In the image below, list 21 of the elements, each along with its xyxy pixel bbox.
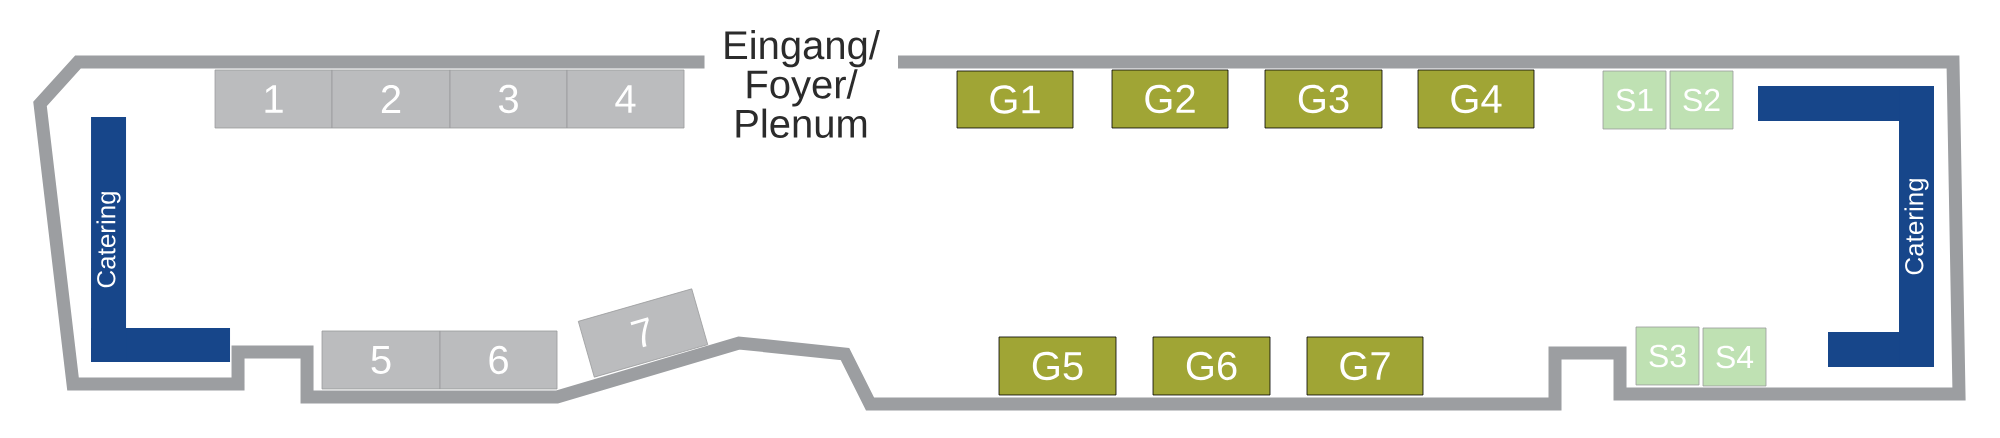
booth: G2 [1111, 69, 1229, 129]
catering-counter: Catering [1758, 86, 1934, 367]
booth: G4 [1417, 69, 1535, 129]
booth: 3 [449, 69, 568, 129]
booth: G5 [998, 336, 1117, 396]
booth: 2 [331, 69, 451, 129]
booth: G3 [1264, 69, 1383, 129]
booth: 6 [439, 330, 558, 390]
booth: 5 [321, 330, 441, 390]
booth: 4 [566, 69, 685, 129]
booth: 1 [214, 69, 333, 129]
booth: S4 [1702, 327, 1767, 387]
booth: S1 [1602, 70, 1667, 130]
booth: S3 [1635, 326, 1700, 386]
booth: 7 [577, 288, 709, 378]
booth: G7 [1306, 336, 1424, 396]
catering-counter: Catering [91, 117, 230, 362]
entrance-label: Eingang/ Foyer/ Plenum [704, 9, 898, 159]
booth: S2 [1669, 70, 1734, 130]
booth: G6 [1152, 336, 1271, 396]
booth: G1 [956, 70, 1074, 129]
